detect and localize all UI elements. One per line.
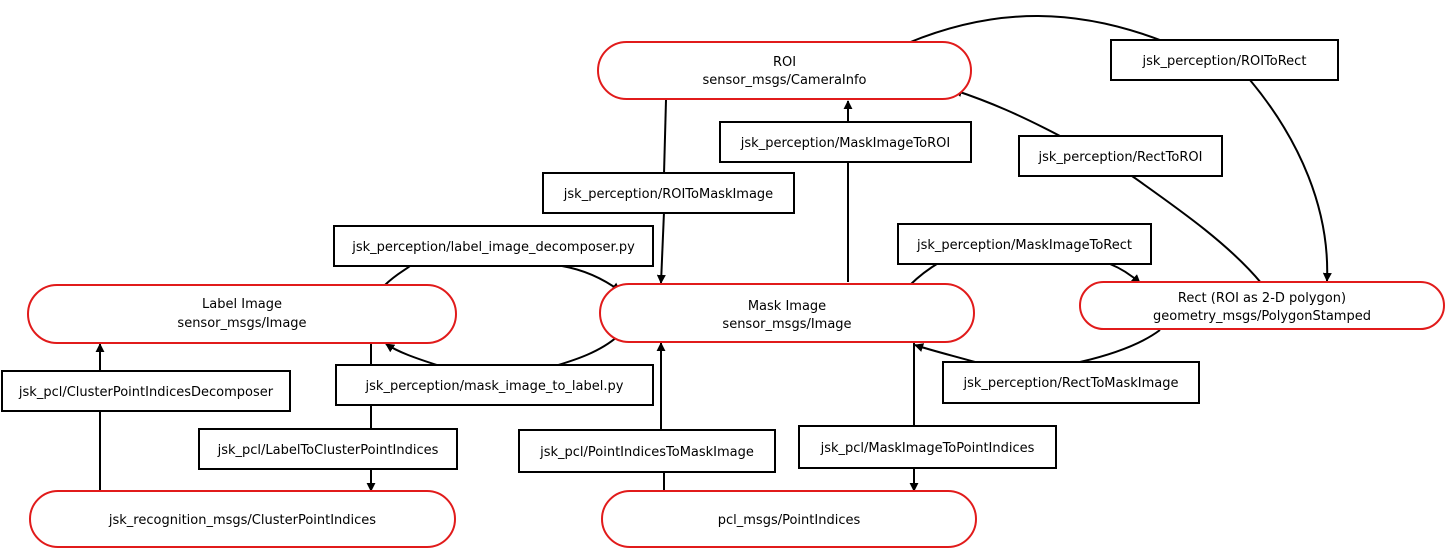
node-rect-to-mask-image-label: jsk_perception/RectToMaskImage (963, 376, 1179, 391)
edge-decomposer-to-mask (561, 265, 621, 292)
edge-roi-to-roitorect (907, 15, 1161, 44)
topic-roi-subtitle: sensor_msgs/CameraInfo (702, 73, 866, 88)
node-mask-image-to-rect: jsk_perception/MaskImageToRect (897, 223, 1152, 265)
topic-label-image: Label Image sensor_msgs/Image (27, 284, 457, 344)
node-label-to-cluster-point-indices: jsk_pcl/LabelToClusterPointIndices (198, 428, 458, 470)
node-roi-to-rect-label: jsk_perception/ROIToRect (1142, 54, 1307, 69)
topic-point-indices: pcl_msgs/PointIndices (601, 490, 977, 548)
node-label-image-decomposer-label: jsk_perception/label_image_decomposer.py (351, 240, 635, 255)
topic-mask-image-subtitle: sensor_msgs/Image (722, 317, 851, 332)
node-mask-image-to-label: jsk_perception/mask_image_to_label.py (335, 364, 654, 406)
topic-mask-image-title: Mask Image (748, 299, 826, 314)
node-point-indices-to-mask-image: jsk_pcl/PointIndicesToMaskImage (518, 429, 776, 473)
topic-label-image-title: Label Image (202, 297, 282, 312)
topic-cluster-point-indices: jsk_recognition_msgs/ClusterPointIndices (29, 490, 456, 548)
edge-rect-to-recttomaskimage (1079, 329, 1161, 363)
edge-recttomaskimage-to-mask (914, 343, 976, 363)
node-point-indices-to-mask-image-label: jsk_pcl/PointIndicesToMaskImage (539, 445, 754, 460)
edge-mask-to-masktolabel (554, 335, 619, 367)
node-roi-to-mask-image-label: jsk_perception/ROIToMaskImage (563, 187, 773, 202)
node-rect-to-roi-label: jsk_perception/RectToROI (1038, 150, 1203, 165)
topic-rect-title: Rect (ROI as 2-D polygon) (1178, 291, 1346, 306)
node-rect-to-mask-image: jsk_perception/RectToMaskImage (942, 361, 1200, 404)
edge-masktolabel-to-label (385, 343, 441, 367)
node-label-to-cluster-point-indices-label: jsk_pcl/LabelToClusterPointIndices (217, 443, 439, 458)
topic-rect-subtitle: geometry_msgs/PolygonStamped (1153, 309, 1371, 324)
node-roi-to-mask-image: jsk_perception/ROIToMaskImage (542, 172, 795, 214)
node-cluster-point-indices-decomposer-label: jsk_pcl/ClusterPointIndicesDecomposer (18, 385, 274, 400)
topic-roi-title: ROI (773, 55, 796, 70)
node-mask-image-to-roi: jsk_perception/MaskImageToROI (719, 121, 972, 163)
edge-mask-to-maskimagetorect (909, 261, 941, 286)
topic-point-indices-title: pcl_msgs/PointIndices (718, 513, 861, 528)
topic-cluster-point-indices-title: jsk_recognition_msgs/ClusterPointIndices (108, 513, 376, 528)
topic-rect: Rect (ROI as 2-D polygon) geometry_msgs/… (1079, 281, 1445, 330)
node-mask-image-to-point-indices-label: jsk_pcl/MaskImageToPointIndices (820, 441, 1035, 456)
node-rect-to-roi: jsk_perception/RectToROI (1018, 135, 1223, 177)
topic-roi: ROI sensor_msgs/CameraInfo (597, 41, 972, 100)
node-mask-image-to-label-label: jsk_perception/mask_image_to_label.py (365, 379, 624, 394)
edge-roitomaskimage-to-mask (656, 211, 666, 284)
node-mask-image-to-roi-label: jsk_perception/MaskImageToROI (740, 136, 950, 151)
node-label-image-decomposer: jsk_perception/label_image_decomposer.py (333, 225, 654, 267)
topic-mask-image: Mask Image sensor_msgs/Image (599, 283, 975, 343)
edge-rect-to-recttoroi (1131, 175, 1263, 285)
node-mask-image-to-rect-label: jsk_perception/MaskImageToRect (916, 238, 1132, 253)
edge-maskimagetorect-to-rect (1109, 263, 1141, 284)
topic-label-image-subtitle: sensor_msgs/Image (177, 316, 306, 331)
edge-recttoroi-to-roi (953, 88, 1061, 137)
node-cluster-point-indices-decomposer: jsk_pcl/ClusterPointIndicesDecomposer (1, 370, 291, 412)
node-mask-image-to-point-indices: jsk_pcl/MaskImageToPointIndices (798, 425, 1057, 469)
edge-roitorect-to-rect (1249, 79, 1332, 282)
edge-label-to-decomposer (384, 265, 411, 286)
edge-roi-to-roitomaskimage (663, 99, 667, 175)
node-roi-to-rect: jsk_perception/ROIToRect (1110, 39, 1339, 81)
